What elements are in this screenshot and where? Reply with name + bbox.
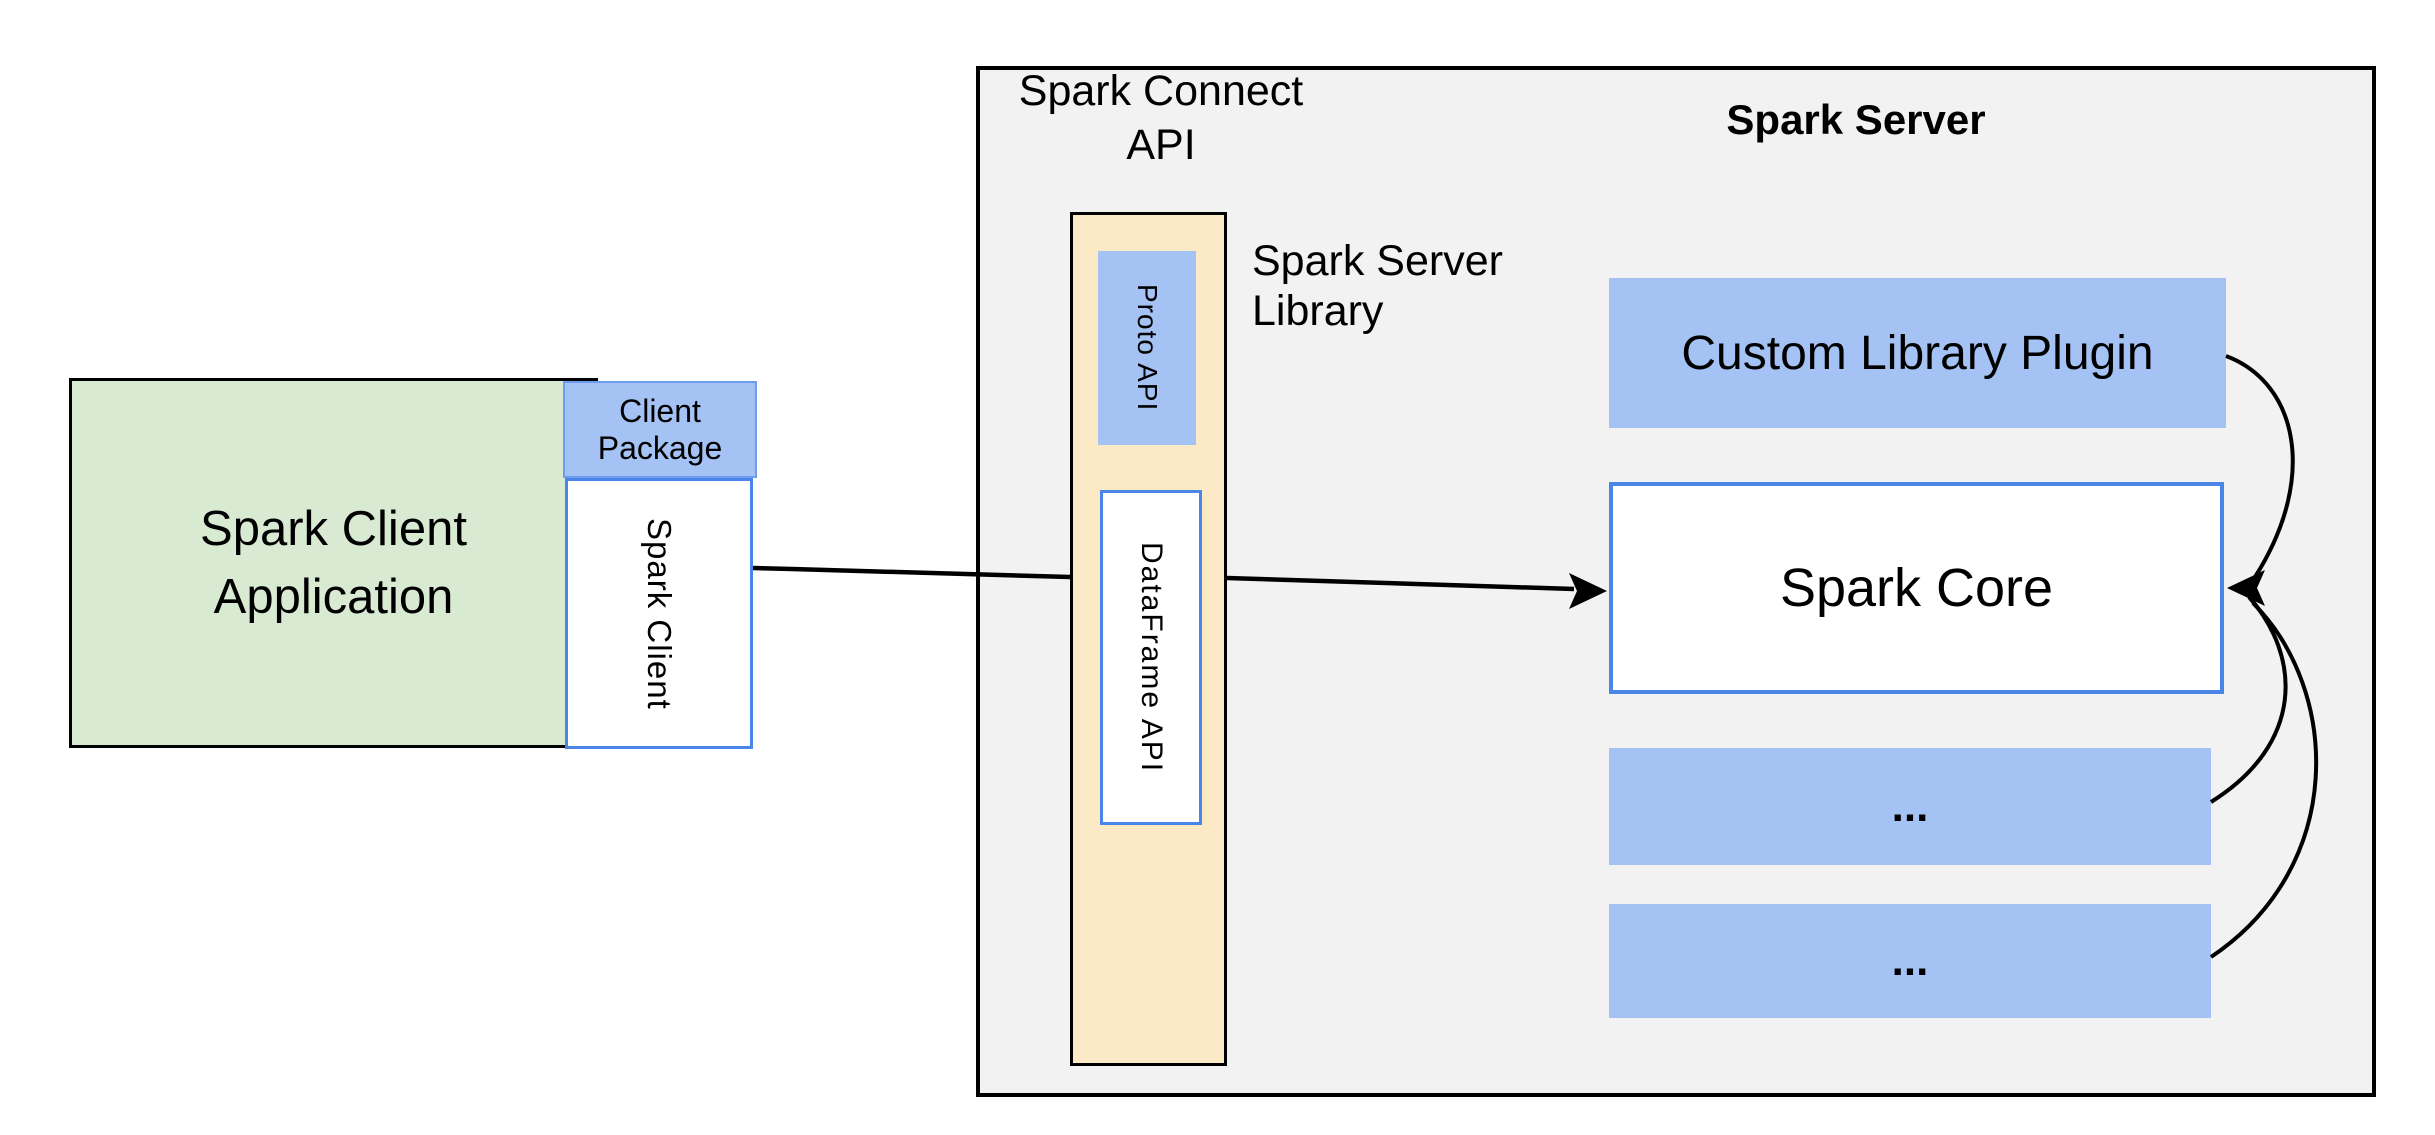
spark-connect-api-label-line1: Spark Connect [1018,67,1304,115]
spark-core-label: Spark Core [1779,558,2054,618]
dataframe-api-box: DataFrame API [1100,490,1202,825]
spark-server-title: Spark Server [1726,96,1986,143]
spark-server-library-label-line2: Library [1252,287,1384,335]
ellipsis-box-1: ... [1609,748,2211,865]
spark-server-library-label: Spark Server Library [1252,236,1672,336]
spark-client-label: Spark Client [641,517,678,710]
dataframe-api-label: DataFrame API [1135,541,1168,774]
spark-client-application-line2: Application [213,570,454,624]
spark-server-library-label-line1: Spark Server [1252,237,1503,285]
ellipsis-box-2-label: ... [1891,936,1929,985]
proto-api-box: Proto API [1098,251,1196,445]
spark-client-application-line1: Spark Client [200,502,467,556]
spark-core-box: Spark Core [1609,482,2224,694]
spark-client-application-box: Spark Client Application [69,378,598,748]
custom-library-plugin-box: Custom Library Plugin [1609,278,2226,428]
spark-connect-api-label-line2: API [1126,121,1196,169]
custom-library-plugin-label: Custom Library Plugin [1681,326,2154,380]
client-package-line2: Package [597,429,723,466]
ellipsis-box-2: ... [1609,904,2211,1018]
client-package-line1: Client [619,392,701,429]
ellipsis-box-1-label: ... [1891,781,1929,831]
spark-client-box: Spark Client [565,478,753,749]
spark-connect-api-label: Spark Connect API [1001,64,1321,172]
client-package-box: Client Package [563,381,757,478]
proto-api-label: Proto API [1132,284,1163,412]
